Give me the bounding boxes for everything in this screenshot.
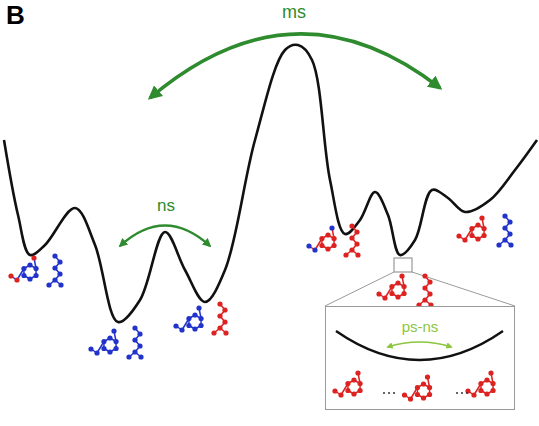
zoom-box bbox=[394, 258, 412, 272]
ns-arrow bbox=[120, 226, 210, 247]
zoom-line bbox=[412, 272, 515, 306]
timescale-label: ms bbox=[282, 3, 306, 21]
landscape-curve bbox=[4, 45, 537, 322]
panel-letter: B bbox=[6, 2, 25, 28]
zoom-line bbox=[325, 272, 394, 306]
timescale-label: ps-ns bbox=[326, 307, 514, 334]
zoom-inset: ps-ns bbox=[325, 306, 515, 410]
timescale-label: ns bbox=[157, 197, 175, 214]
ms-arrow bbox=[150, 34, 440, 98]
